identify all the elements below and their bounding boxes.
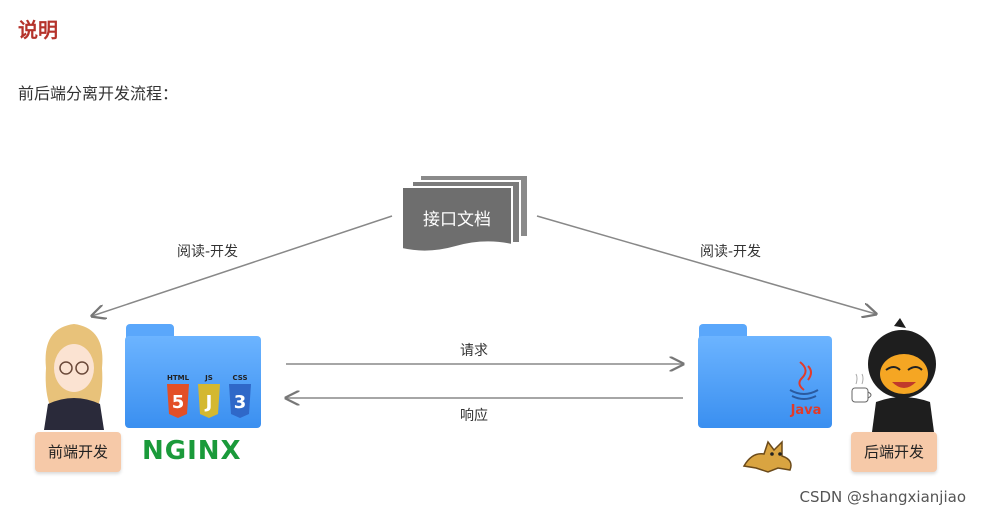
nginx-logo: NGINX bbox=[142, 436, 242, 466]
backend-folder-icon: Java bbox=[698, 336, 832, 428]
doc-to-frontend-arrow bbox=[92, 215, 393, 316]
html-js-css-icon: HTML JS CSS 5 J 3 bbox=[167, 374, 251, 418]
frontend-folder-icon: HTML JS CSS 5 J 3 bbox=[125, 336, 261, 428]
backend-folder-tab bbox=[699, 324, 747, 338]
document-stack-icon bbox=[401, 174, 529, 253]
api-doc-label: 接口文档 bbox=[423, 210, 491, 230]
svg-text:J: J bbox=[204, 392, 213, 413]
backend-developer-avatar bbox=[851, 318, 936, 432]
doc-to-backend-arrow bbox=[536, 215, 876, 314]
html-tech-label: HTML bbox=[167, 374, 190, 382]
frontend-folder-tab bbox=[126, 324, 174, 338]
right-edge-label: 阅读-开发 bbox=[700, 244, 762, 260]
page-title: 说明 bbox=[18, 18, 58, 42]
api-doc-node: 接口文档 bbox=[400, 174, 530, 255]
tomcat-icon bbox=[742, 440, 792, 473]
frontend-developer-avatar bbox=[44, 324, 104, 430]
frontend-dev-label: 前端开发 bbox=[35, 432, 121, 472]
svg-text:3: 3 bbox=[234, 392, 247, 413]
java-label: Java bbox=[790, 403, 822, 418]
response-label: 响应 bbox=[460, 408, 488, 424]
backend-dev-label: 后端开发 bbox=[851, 432, 937, 472]
java-icon: Java bbox=[789, 361, 822, 418]
css-tech-label: CSS bbox=[232, 374, 247, 382]
watermark: CSDN @shangxianjiao bbox=[799, 488, 966, 506]
page-subtitle: 前后端分离开发流程： bbox=[18, 84, 179, 103]
left-edge-label: 阅读-开发 bbox=[177, 244, 239, 260]
svg-text:5: 5 bbox=[172, 392, 185, 413]
request-label: 请求 bbox=[460, 343, 488, 359]
js-tech-label: JS bbox=[204, 374, 213, 382]
